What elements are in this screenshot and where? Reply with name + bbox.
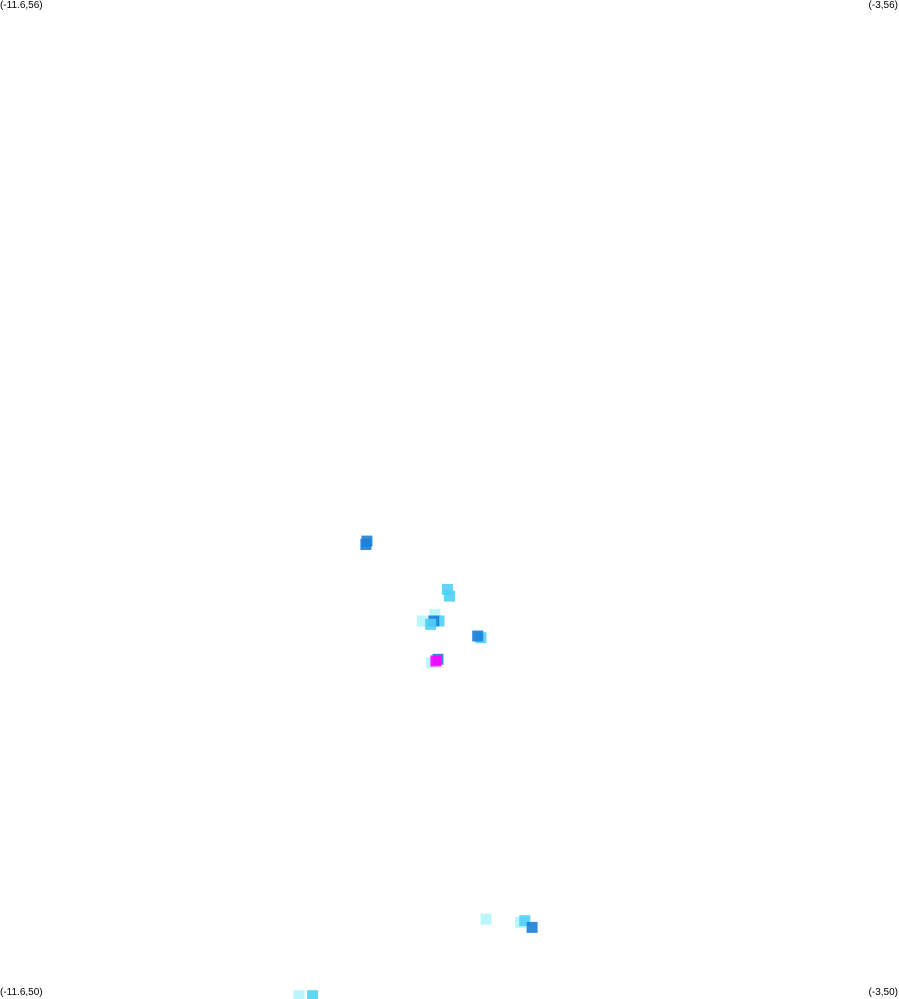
map-point-cyan-2[interactable] [441,583,453,595]
map-point-cyan-8[interactable] [425,618,437,630]
map-point-light_cyan-18[interactable] [293,990,305,999]
map-point-light_cyan-14[interactable] [480,913,492,925]
map-point-cyan-16[interactable] [519,915,531,927]
map-point-light_cyan-5[interactable] [429,608,441,620]
map-point-blue-1[interactable] [361,535,373,547]
map-point-blue-17[interactable] [526,921,538,933]
corner-label-bottom-right: (-3,50) [868,987,898,998]
map-point-magenta-13[interactable] [430,655,442,667]
corner-label-bottom-left: (-11.6,50) [0,987,43,998]
corner-label-top-right: (-3,56) [868,0,898,11]
points-layer [293,535,538,999]
map-point-blue-10[interactable] [472,630,484,642]
map-point-cyan-19[interactable] [307,990,319,999]
map-point-light_cyan-4[interactable] [416,615,428,627]
corner-label-top-left: (-11.6,56) [0,0,43,11]
map-point-cyan-3[interactable] [444,590,455,602]
